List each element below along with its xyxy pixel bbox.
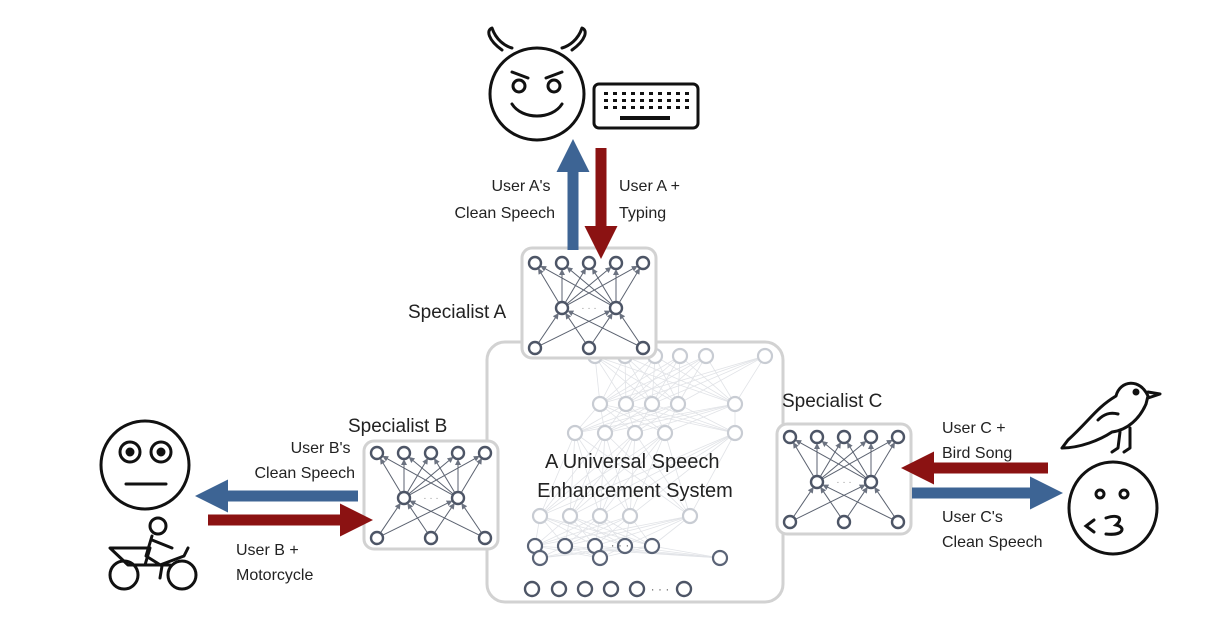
specialist-b-box (362, 439, 500, 551)
specialist-b-network: · · · (369, 445, 493, 546)
whistling-face-icon (1067, 460, 1159, 556)
svg-text:· · ·: · · · (836, 477, 852, 488)
dizzy-face-icon (99, 419, 191, 511)
svg-text:· · ·: · · · (651, 582, 670, 596)
user-c-birdsong-label: User C + Bird Song (942, 420, 1012, 462)
user-b-clean-label: User B's Clean Speech (254, 440, 355, 482)
bird-icon (1060, 381, 1162, 454)
specialist-c-network: · · · (782, 429, 906, 530)
user-a-clean-label: User A's Clean Speech (454, 178, 555, 222)
motorcycle-rider-icon (108, 516, 198, 591)
user-a-typing-label: User A + Typing (619, 178, 684, 222)
user-c-clean-label: User C's Clean Speech (942, 509, 1043, 551)
specialist-a-label: Specialist A (408, 302, 507, 323)
keyboard-icon (592, 82, 700, 130)
svg-text:· · ·: · · · (423, 493, 439, 504)
user-b-motorcycle-label: User B + Motorcycle (236, 542, 313, 584)
specialist-networks: · · · · · · · · · (369, 255, 906, 546)
universal-system-label: A Universal Speech Enhancement System (537, 451, 733, 502)
devil-face-icon (487, 26, 587, 142)
specialist-a-network: · · · (527, 255, 651, 356)
svg-text:· · ·: · · · (611, 538, 630, 552)
specialist-b-label: Specialist B (348, 416, 447, 437)
specialist-c-label: Specialist C (782, 391, 882, 412)
svg-text:· · ·: · · · (581, 303, 597, 314)
